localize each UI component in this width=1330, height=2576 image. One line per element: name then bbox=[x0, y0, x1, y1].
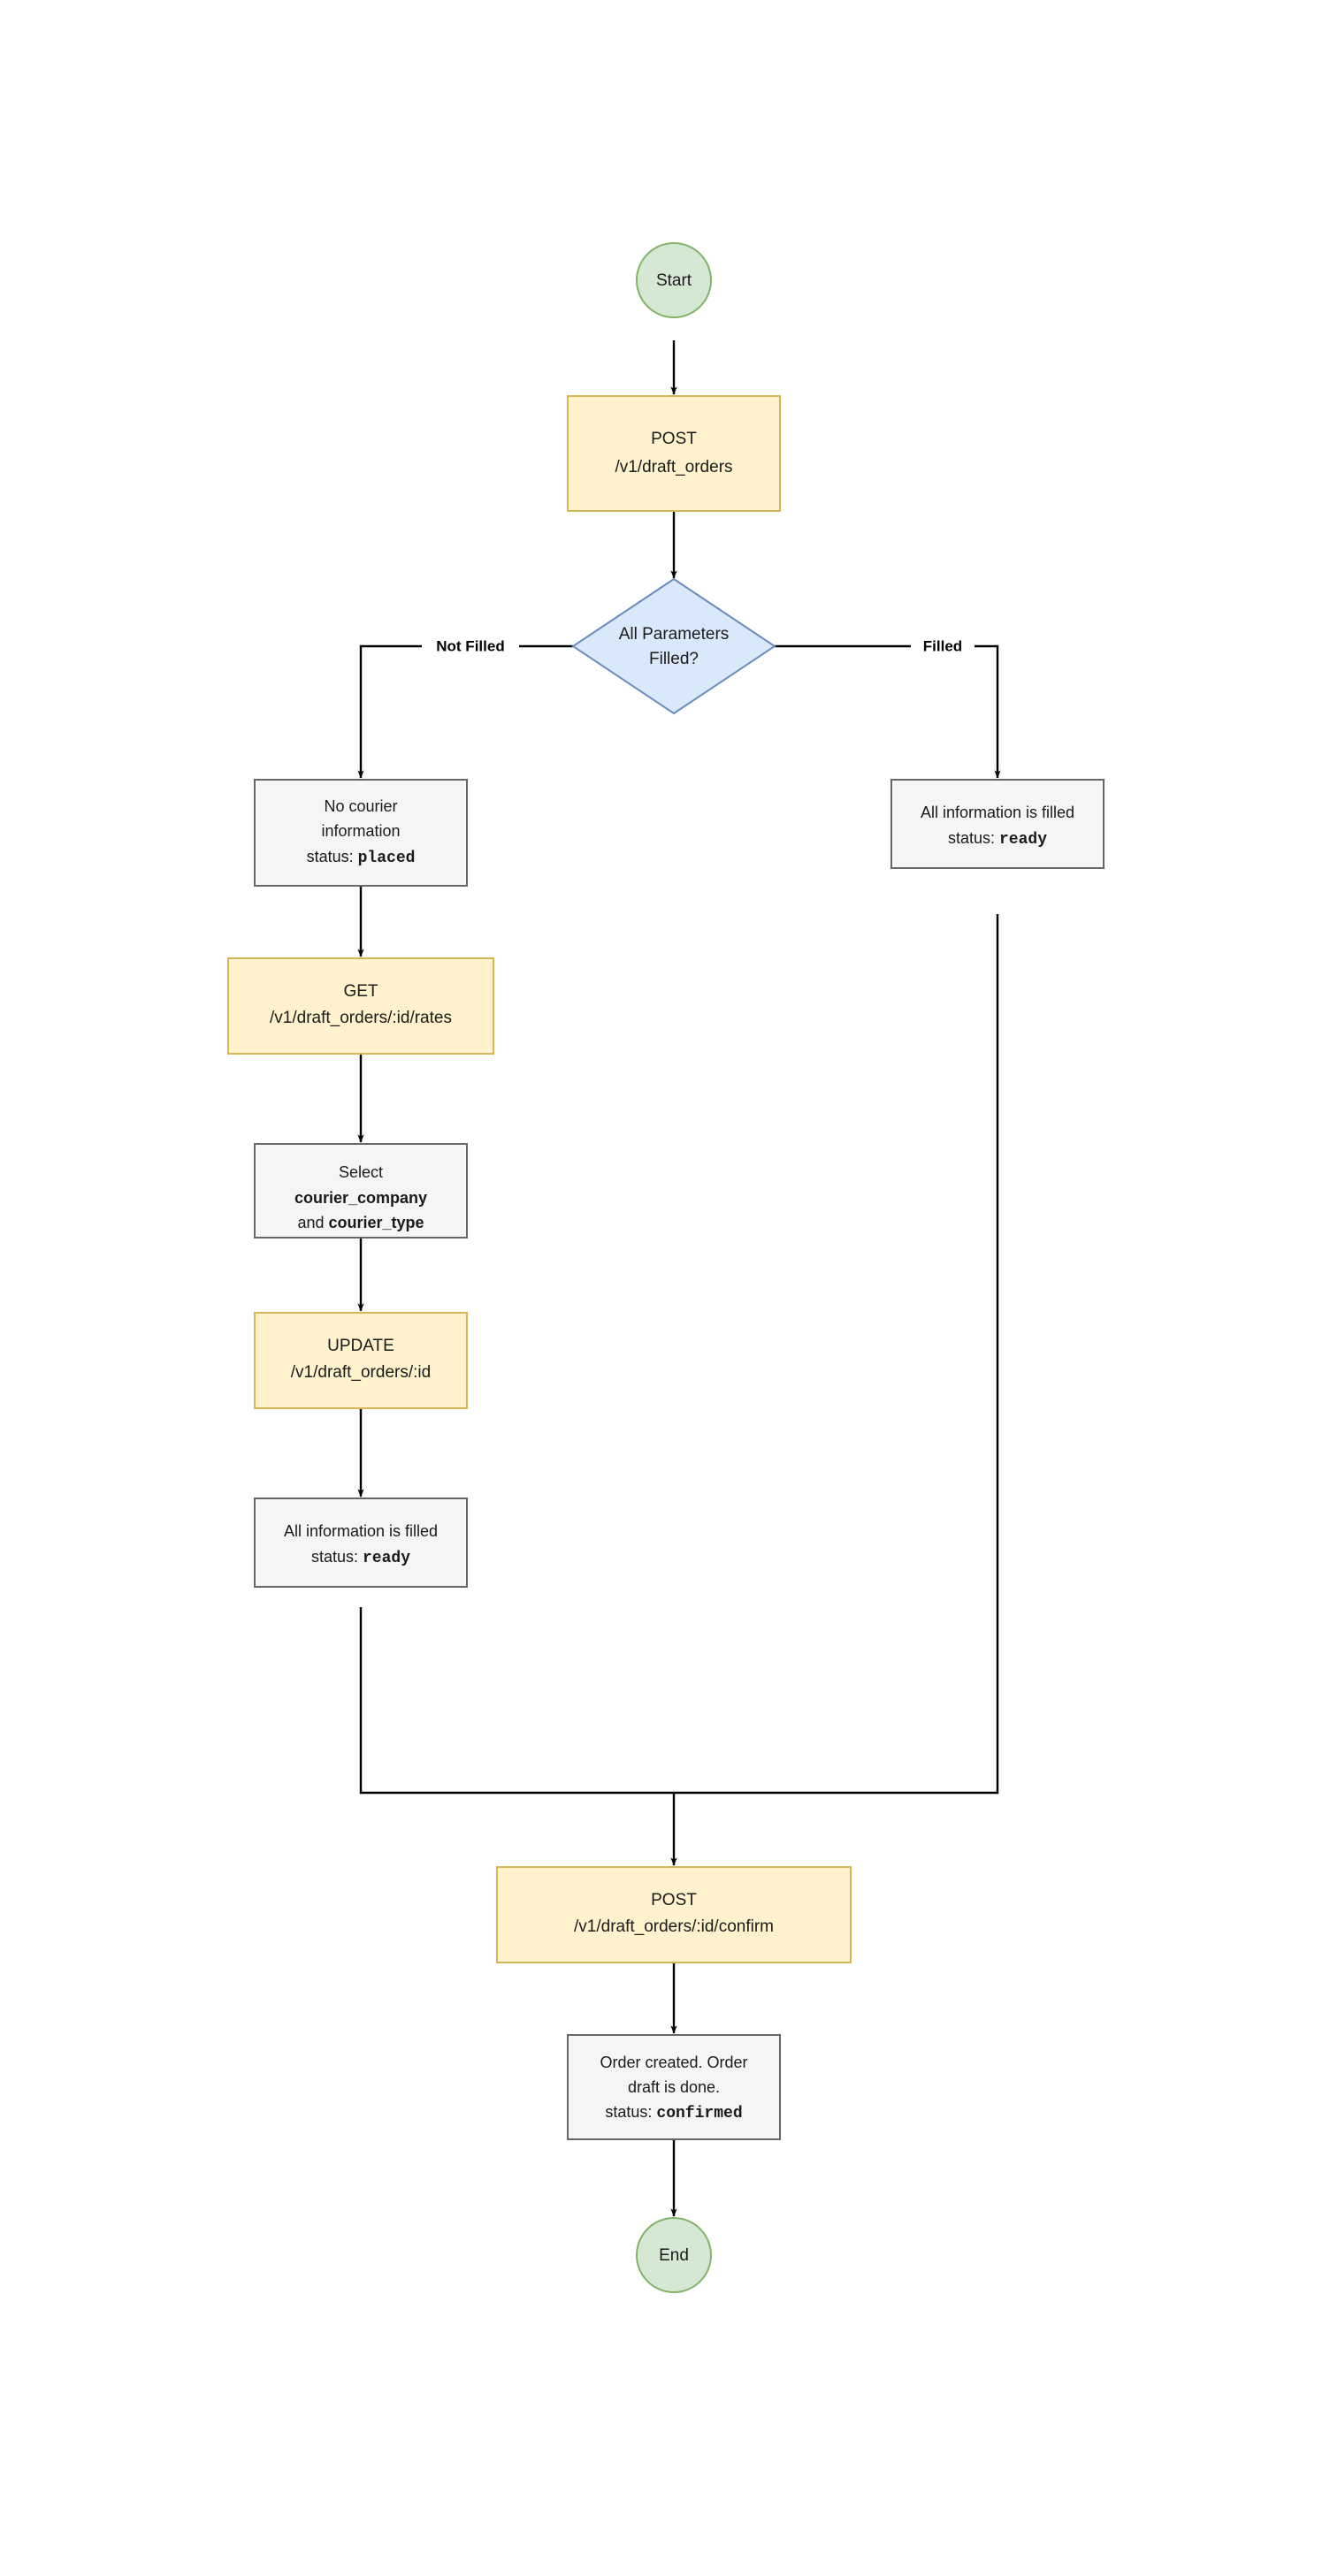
state-ready-right-line2: status: ready bbox=[948, 829, 1047, 849]
start-label: Start bbox=[656, 271, 692, 290]
get-rates-box[interactable] bbox=[227, 957, 494, 1055]
state-ready-right-status-prefix: status: bbox=[948, 829, 999, 847]
edge-decision-not-filled bbox=[357, 644, 573, 779]
select-courier-and-prefix: and bbox=[297, 1214, 328, 1231]
not-filled-label: Not Filled bbox=[436, 637, 504, 654]
decision-line1: All Parameters bbox=[619, 625, 730, 644]
edge-right-to-merge bbox=[674, 914, 999, 1795]
post-draft-orders-line1: POST bbox=[651, 430, 697, 448]
filled-label: Filled bbox=[923, 637, 962, 654]
update-draft-order-line2: /v1/draft_orders/:id bbox=[291, 1363, 431, 1382]
node-select-courier[interactable]: Select courier_company and courier_type bbox=[254, 1143, 468, 1238]
post-confirm-line1: POST bbox=[651, 1891, 697, 1909]
state-placed-status-value: placed bbox=[358, 850, 416, 867]
edge-label-not-filled: Not Filled bbox=[422, 636, 519, 657]
post-draft-orders-line2: /v1/draft_orders bbox=[615, 458, 732, 476]
state-ready-left-status-value: ready bbox=[363, 1550, 410, 1567]
post-confirm-line2: /v1/draft_orders/:id/confirm bbox=[574, 1917, 774, 1936]
update-draft-order-line1: UPDATE bbox=[327, 1337, 394, 1355]
state-ready-right-status-value: ready bbox=[999, 831, 1047, 849]
node-post-confirm[interactable]: POST /v1/draft_orders/:id/confirm bbox=[496, 1866, 852, 1963]
get-rates-line2: /v1/draft_orders/:id/rates bbox=[270, 1009, 452, 1027]
node-start[interactable]: Start bbox=[636, 242, 712, 318]
decision-line2: Filled? bbox=[649, 650, 699, 668]
node-state-placed[interactable]: No courier information status: placed bbox=[254, 779, 468, 887]
select-courier-line2: courier_company bbox=[294, 1189, 427, 1207]
not-filled-label-bg bbox=[422, 636, 519, 657]
state-confirmed-status-value: confirmed bbox=[656, 2105, 742, 2123]
get-rates-line1: GET bbox=[343, 982, 378, 1001]
state-ready-left-box[interactable] bbox=[254, 1498, 468, 1588]
edge-decision-filled bbox=[775, 644, 1001, 779]
state-placed-status-prefix: status: bbox=[307, 848, 358, 865]
state-placed-line2: information bbox=[321, 822, 400, 840]
state-confirmed-box[interactable] bbox=[567, 2034, 781, 2140]
node-get-rates[interactable]: GET /v1/draft_orders/:id/rates bbox=[227, 957, 494, 1055]
node-update-draft-order[interactable]: UPDATE /v1/draft_orders/:id bbox=[254, 1312, 468, 1409]
state-placed-box[interactable] bbox=[254, 779, 468, 887]
node-state-confirmed[interactable]: Order created. Order draft is done. stat… bbox=[567, 2034, 781, 2140]
node-end[interactable]: End bbox=[636, 2217, 712, 2293]
state-ready-right-line1: All information is filled bbox=[921, 804, 1074, 821]
select-courier-line3: and courier_type bbox=[297, 1214, 424, 1231]
select-courier-line1: Select bbox=[339, 1163, 383, 1181]
filled-label-bg bbox=[911, 636, 975, 657]
node-post-draft-orders[interactable]: POST /v1/draft_orders bbox=[567, 395, 781, 512]
decision-diamond[interactable] bbox=[571, 577, 776, 715]
state-confirmed-line3: status: confirmed bbox=[605, 2103, 742, 2123]
edge-label-filled: Filled bbox=[911, 636, 975, 657]
end-label: End bbox=[659, 2246, 689, 2265]
state-placed-line1: No courier bbox=[324, 797, 397, 815]
state-confirmed-line1: Order created. Order bbox=[600, 2054, 747, 2071]
start-circle[interactable] bbox=[636, 242, 712, 318]
select-courier-type-value: courier_type bbox=[329, 1214, 424, 1231]
post-confirm-box[interactable] bbox=[496, 1866, 852, 1963]
node-state-ready-right[interactable]: All information is filled status: ready bbox=[890, 779, 1105, 869]
end-circle[interactable] bbox=[636, 2217, 712, 2293]
node-state-ready-left[interactable]: All information is filled status: ready bbox=[254, 1498, 468, 1588]
state-ready-left-line1: All information is filled bbox=[284, 1522, 438, 1540]
post-draft-orders-box[interactable] bbox=[567, 395, 781, 512]
select-courier-box[interactable] bbox=[254, 1143, 468, 1238]
state-ready-right-box[interactable] bbox=[890, 779, 1105, 869]
update-draft-order-box[interactable] bbox=[254, 1312, 468, 1409]
state-confirmed-line2: draft is done. bbox=[628, 2078, 720, 2096]
edge-left-to-merge bbox=[359, 1607, 674, 1795]
state-confirmed-status-prefix: status: bbox=[605, 2103, 656, 2121]
state-ready-left-status-prefix: status: bbox=[311, 1548, 363, 1566]
node-decision-all-parameters-filled[interactable]: All Parameters Filled? bbox=[571, 577, 776, 715]
state-ready-left-line2: status: ready bbox=[311, 1548, 410, 1567]
state-placed-line3: status: placed bbox=[307, 848, 416, 867]
